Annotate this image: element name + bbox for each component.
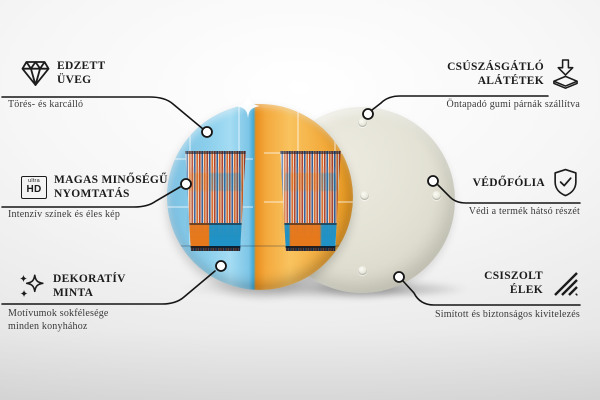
feature-subtitle: Törés- és karcálló xyxy=(8,99,84,110)
rubber-pad xyxy=(358,266,367,275)
sparkles-icon xyxy=(16,271,46,301)
polished-edges-icon xyxy=(550,269,580,297)
feature-title: MAGAS MINŐSÉGŰ NYOMTATÁS xyxy=(54,174,168,200)
glass-base xyxy=(187,246,244,251)
feature-protective-foil: VÉDŐFÓLIA xyxy=(473,168,579,197)
reflection-liquid xyxy=(282,173,340,191)
feature-decorative-pattern: DEKORATÍV MINTA xyxy=(16,271,126,301)
feature-title: VÉDŐFÓLIA xyxy=(472,176,545,189)
glass-board-front xyxy=(167,104,353,290)
sparkle-highlight-icon xyxy=(236,94,260,118)
feature-subtitle: Védi a termék hátsó részét xyxy=(468,206,580,217)
glass-rim xyxy=(185,151,246,154)
feature-polished-edges: CSISZOLT ÉLEK xyxy=(484,269,580,297)
diamond-icon xyxy=(21,60,50,87)
feature-title: CSÚSZÁSGÁTLÓ ALÁTÉTEK xyxy=(447,60,544,87)
glass-base xyxy=(282,246,339,251)
ultra-hd-icon: ultra HD xyxy=(21,175,47,199)
table-edge xyxy=(167,245,353,248)
glass-rim xyxy=(280,151,341,154)
rubber-pad xyxy=(432,191,441,200)
feature-title: DEKORATÍV MINTA xyxy=(53,273,126,299)
striped-glass-right xyxy=(280,151,341,251)
feature-title: EDZETT ÜVEG xyxy=(57,60,106,86)
feature-anti-slip-pads: CSÚSZÁSGÁTLÓ ALÁTÉTEK xyxy=(447,58,580,89)
anti-slip-pad-icon xyxy=(551,58,580,89)
reflection-liquid xyxy=(187,173,245,191)
feature-subtitle: Simított és biztonságos kivitelezés xyxy=(434,309,580,320)
rubber-pad xyxy=(360,191,369,200)
feature-tempered-glass: EDZETT ÜVEG xyxy=(21,59,105,87)
feature-subtitle: Öntapadó gumi párnák szállítva xyxy=(446,99,580,110)
feature-subtitle: Motívumok sokfélesége minden konyhához xyxy=(8,308,109,332)
shield-check-icon xyxy=(552,168,579,197)
striped-glass-left xyxy=(185,151,246,251)
feature-hq-print: ultra HD MAGAS MINŐSÉGŰ NYOMTATÁS xyxy=(21,173,168,201)
feature-title: CSISZOLT ÉLEK xyxy=(484,270,543,296)
feature-subtitle: Intenzív színek és éles kép xyxy=(8,209,121,220)
rubber-pad xyxy=(358,118,367,127)
